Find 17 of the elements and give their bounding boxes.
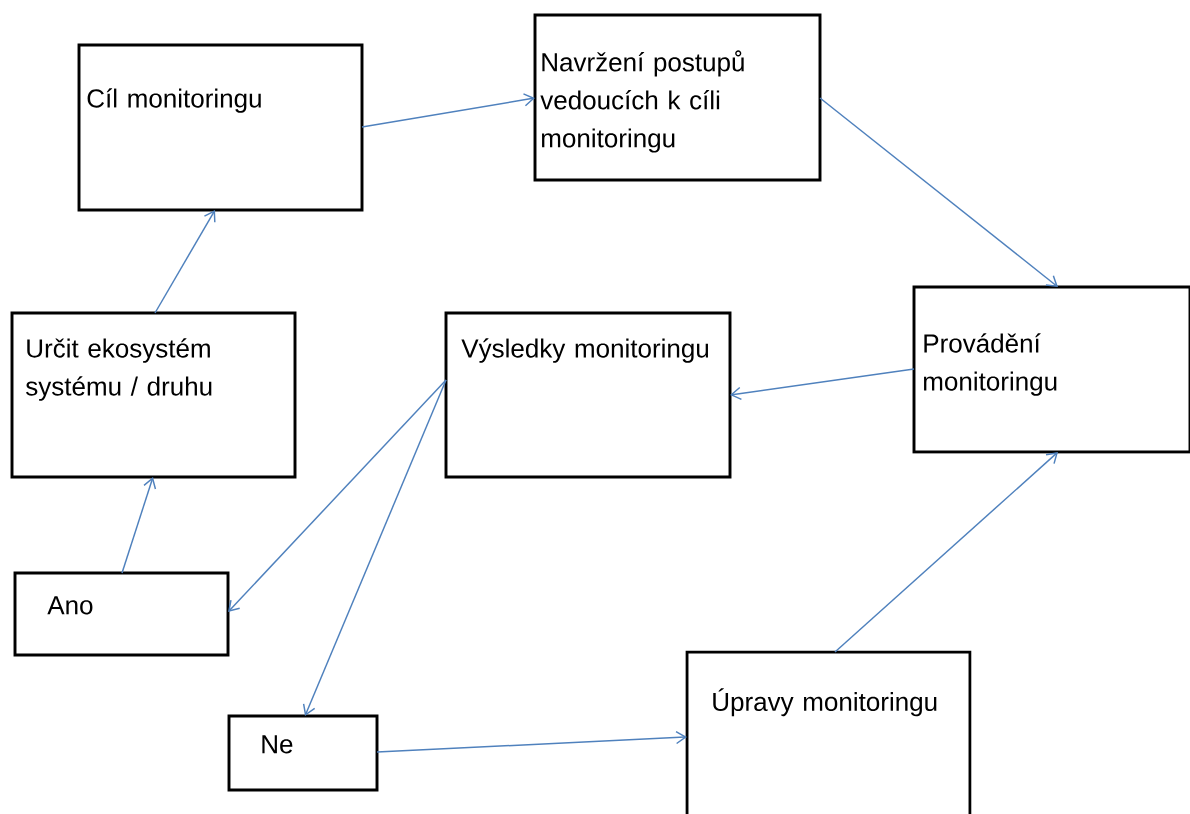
process-box: Úpravy monitoringu (685, 650, 972, 814)
process-box: Určit ekosystém systému / druhu (10, 311, 297, 479)
arrow (121, 477, 157, 574)
process-box: Provádění monitoringu (912, 285, 1190, 454)
arrow (361, 93, 535, 128)
arrow (228, 379, 447, 612)
process-box: Cíl monitoringu (77, 43, 364, 212)
arrow (730, 368, 915, 401)
process-box: Ano (13, 571, 230, 657)
process-box: Výsledky monitoringu (444, 311, 732, 479)
arrow (154, 210, 216, 314)
arrow (819, 97, 1058, 287)
arrow (302, 379, 447, 716)
arrow (376, 730, 687, 753)
process-box: Ne (227, 714, 379, 792)
arrow (834, 452, 1058, 653)
process-box: Navržení postupů vedoucích k cíli monitoringu (533, 13, 822, 182)
